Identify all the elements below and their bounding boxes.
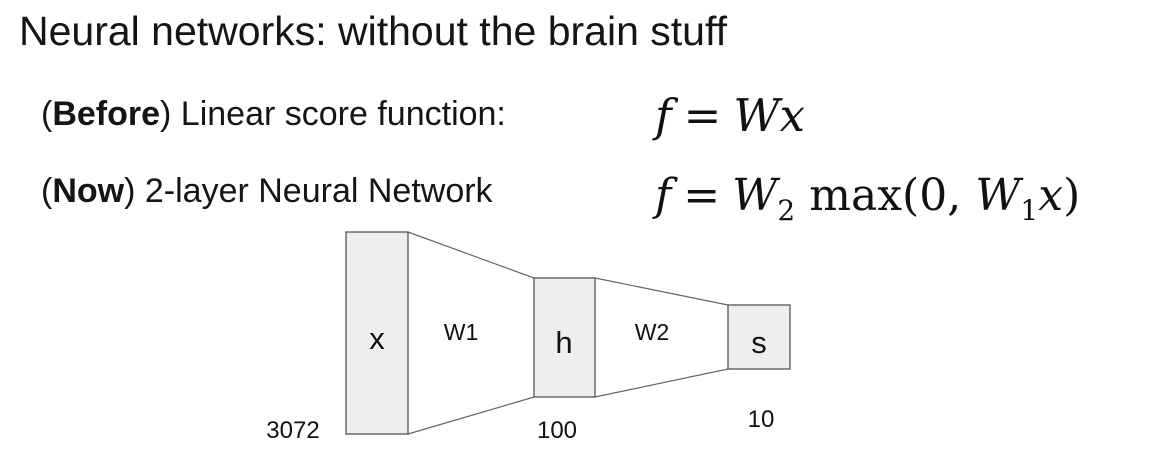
formula-w2-subscript: 2 <box>777 194 796 227</box>
connector-x-h-bottom <box>407 396 535 435</box>
layer-size-hidden: 100 <box>537 417 577 444</box>
formula-zero: 0 <box>919 170 948 221</box>
formula-close-paren: ) <box>1063 170 1081 221</box>
page-title: Neural networks: without the brain stuff <box>19 8 727 54</box>
formula-comma: , <box>947 170 962 221</box>
connector-x-h-top <box>407 231 535 279</box>
two-layer-network-formula: f=W2 max(0, W1x) <box>655 170 1080 237</box>
formula-equals: = <box>683 89 722 142</box>
before-description: (Before) Linear score function: <box>41 93 506 135</box>
formula-equals: = <box>683 170 721 221</box>
before-text: Linear score function: <box>171 95 506 133</box>
formula-w1-subscript: 1 <box>1020 194 1039 227</box>
layer-label-scores: s <box>751 325 767 360</box>
layer-label-hidden: h <box>555 325 572 360</box>
before-open-paren: ( <box>41 95 53 133</box>
formula-weight: W <box>733 89 780 142</box>
layer-box-hidden <box>533 277 596 398</box>
formula-input: x <box>779 89 806 142</box>
formula-open-paren: ( <box>902 170 920 221</box>
now-description: (Now) 2-layer Neural Network <box>41 170 493 212</box>
formula-max: max <box>809 170 903 221</box>
now-close-paren: ) <box>124 172 136 210</box>
formula-w1: W <box>975 170 1021 221</box>
layer-box-input <box>345 231 409 435</box>
layer-size-input: 3072 <box>266 417 319 444</box>
layer-size-scores: 10 <box>748 406 775 433</box>
linear-score-formula: f=Wx <box>655 90 805 142</box>
formula-f: f <box>655 170 672 221</box>
layer-label-input: x <box>369 321 385 356</box>
formula-input: x <box>1038 170 1064 221</box>
formula-f: f <box>655 89 672 142</box>
connector-h-s-bottom <box>594 368 729 398</box>
before-close-paren: ) <box>160 95 172 133</box>
weight-label-w1: W1 <box>444 319 479 345</box>
connector-h-s-top <box>594 277 729 306</box>
weight-label-w2: W2 <box>635 319 670 345</box>
now-open-paren: ( <box>41 172 53 210</box>
now-label: Now <box>52 172 125 210</box>
before-label: Before <box>52 95 161 133</box>
now-text: 2-layer Neural Network <box>135 172 493 210</box>
layer-box-scores <box>727 304 791 370</box>
formula-w2: W <box>732 170 778 221</box>
